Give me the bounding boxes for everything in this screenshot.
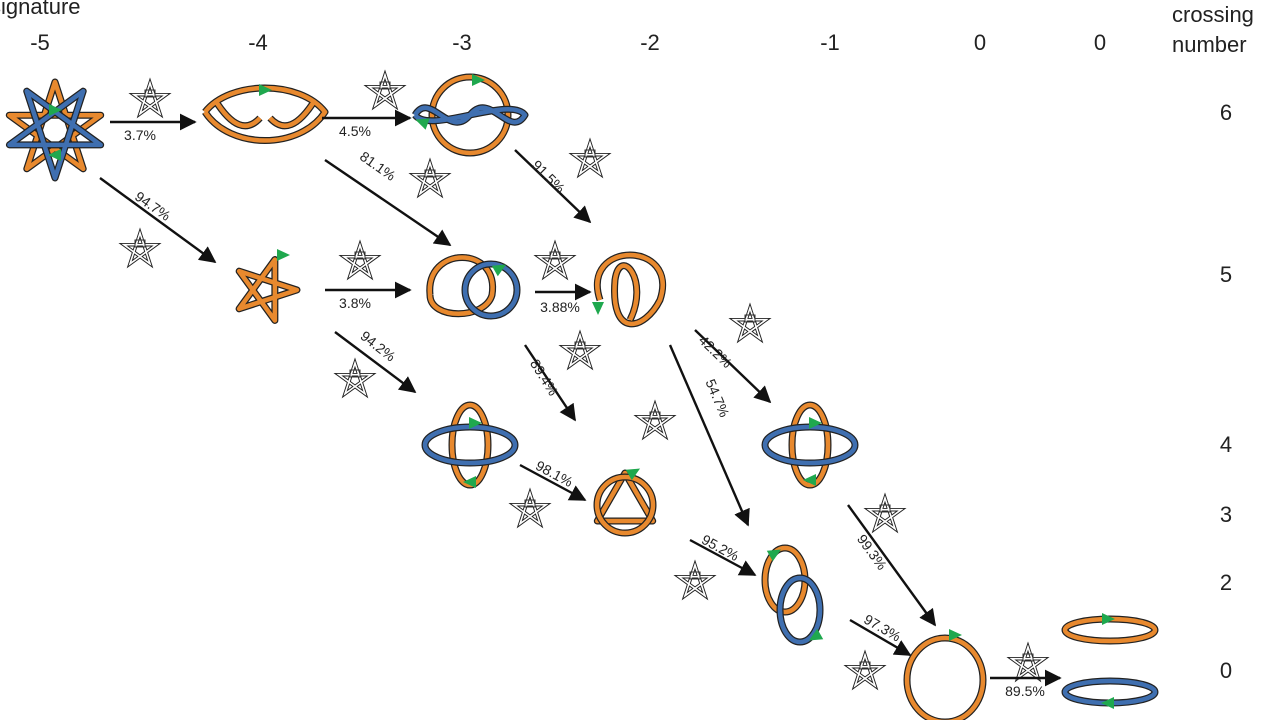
signature-value: -4 (248, 30, 268, 55)
knot-5b (592, 251, 666, 328)
transition-percent: 42.2% (696, 332, 736, 371)
transition-percent: 94.2% (358, 328, 399, 365)
transition-percent: 89.4% (527, 356, 562, 398)
signature-value: 0 (1094, 30, 1106, 55)
transition-arrow (847, 504, 936, 627)
crossing-number-value: 4 (1220, 432, 1232, 457)
knot-nodes (5, 69, 1159, 720)
intermediate-knot-icon (1006, 641, 1050, 683)
transition-arrow (668, 344, 750, 527)
crossing-axis-title: crossing (1172, 2, 1254, 27)
intermediate-knot-icon (843, 649, 887, 691)
transition-arrow (99, 177, 217, 263)
intermediate-knot-icon (863, 492, 907, 534)
intermediate-knot-icon (338, 239, 382, 281)
intermediate-knot-icon (363, 69, 407, 111)
intermediate-knot-icon (508, 487, 552, 529)
transition-arrow (324, 159, 452, 246)
axis-labels: signature -5 -4 -3 -2 -1 0 0 crossing number 6 5 4 3 2… (0, 0, 1254, 683)
knot-6a (202, 84, 329, 144)
transition-percent: 3.7% (124, 127, 156, 143)
crossing-axis-title: number (1172, 32, 1247, 57)
transition-percent: 54.7% (702, 377, 732, 420)
transition-percent: 89.5% (1005, 683, 1045, 699)
crossing-number-value: 5 (1220, 262, 1232, 287)
crossing-number-value: 0 (1220, 658, 1232, 683)
intermediate-knot-icon (558, 329, 602, 371)
transition-percent: 98.1% (533, 457, 576, 490)
link-6b (412, 73, 529, 157)
transition-percent: 95.2% (699, 531, 742, 564)
link-4b (761, 401, 859, 489)
link-5 (426, 254, 521, 320)
signature-value: 0 (974, 30, 986, 55)
signature-axis-title: signature (0, 0, 81, 19)
transition-percent: 3.88% (540, 299, 580, 315)
link-4a (421, 401, 519, 489)
transition-arrow (694, 329, 772, 404)
intermediate-knot-icon (118, 227, 162, 269)
transition-percent: 81.1% (357, 148, 399, 184)
transition-arrows: 3.7%4.5%94.7%81.1%91.5%3.8%3.88%94.2%89.… (99, 109, 1062, 699)
intermediate-knot-icon (568, 137, 612, 179)
knot-T52-link (5, 78, 105, 182)
transition-arrow (334, 331, 417, 394)
knot-trefoil (593, 468, 657, 537)
transition-arrow (524, 344, 576, 422)
transition-percent: 4.5% (339, 123, 371, 139)
crossing-number-value: 6 (1220, 100, 1232, 125)
transition-arrow (519, 463, 587, 502)
signature-value: -2 (640, 30, 660, 55)
signature-value: -1 (820, 30, 840, 55)
signature-value: -5 (30, 30, 50, 55)
intermediate-knot-icon (728, 302, 772, 344)
transition-arrow (514, 149, 592, 224)
intermediate-knot-icon (333, 357, 377, 399)
intermediate-knot-icon (533, 239, 577, 281)
intermediate-knot-icon (633, 399, 677, 441)
intermediate-knot-icon (673, 559, 717, 601)
intermediate-knot-icon (408, 157, 452, 199)
knot-cinquefoil (235, 249, 301, 324)
crossing-number-value: 2 (1220, 570, 1232, 595)
signature-value: -3 (452, 30, 472, 55)
transition-percent: 91.5% (529, 157, 568, 196)
intermediate-knot-icon (128, 77, 172, 119)
transition-percent: 3.8% (339, 295, 371, 311)
transition-percent: 99.3% (854, 531, 890, 573)
link-hopf (761, 544, 824, 646)
knot-unknot (903, 629, 987, 720)
transition-arrow (849, 618, 912, 657)
crossing-number-value: 3 (1220, 502, 1232, 527)
transition-arrow (689, 538, 757, 577)
link-unlink (1061, 613, 1159, 709)
